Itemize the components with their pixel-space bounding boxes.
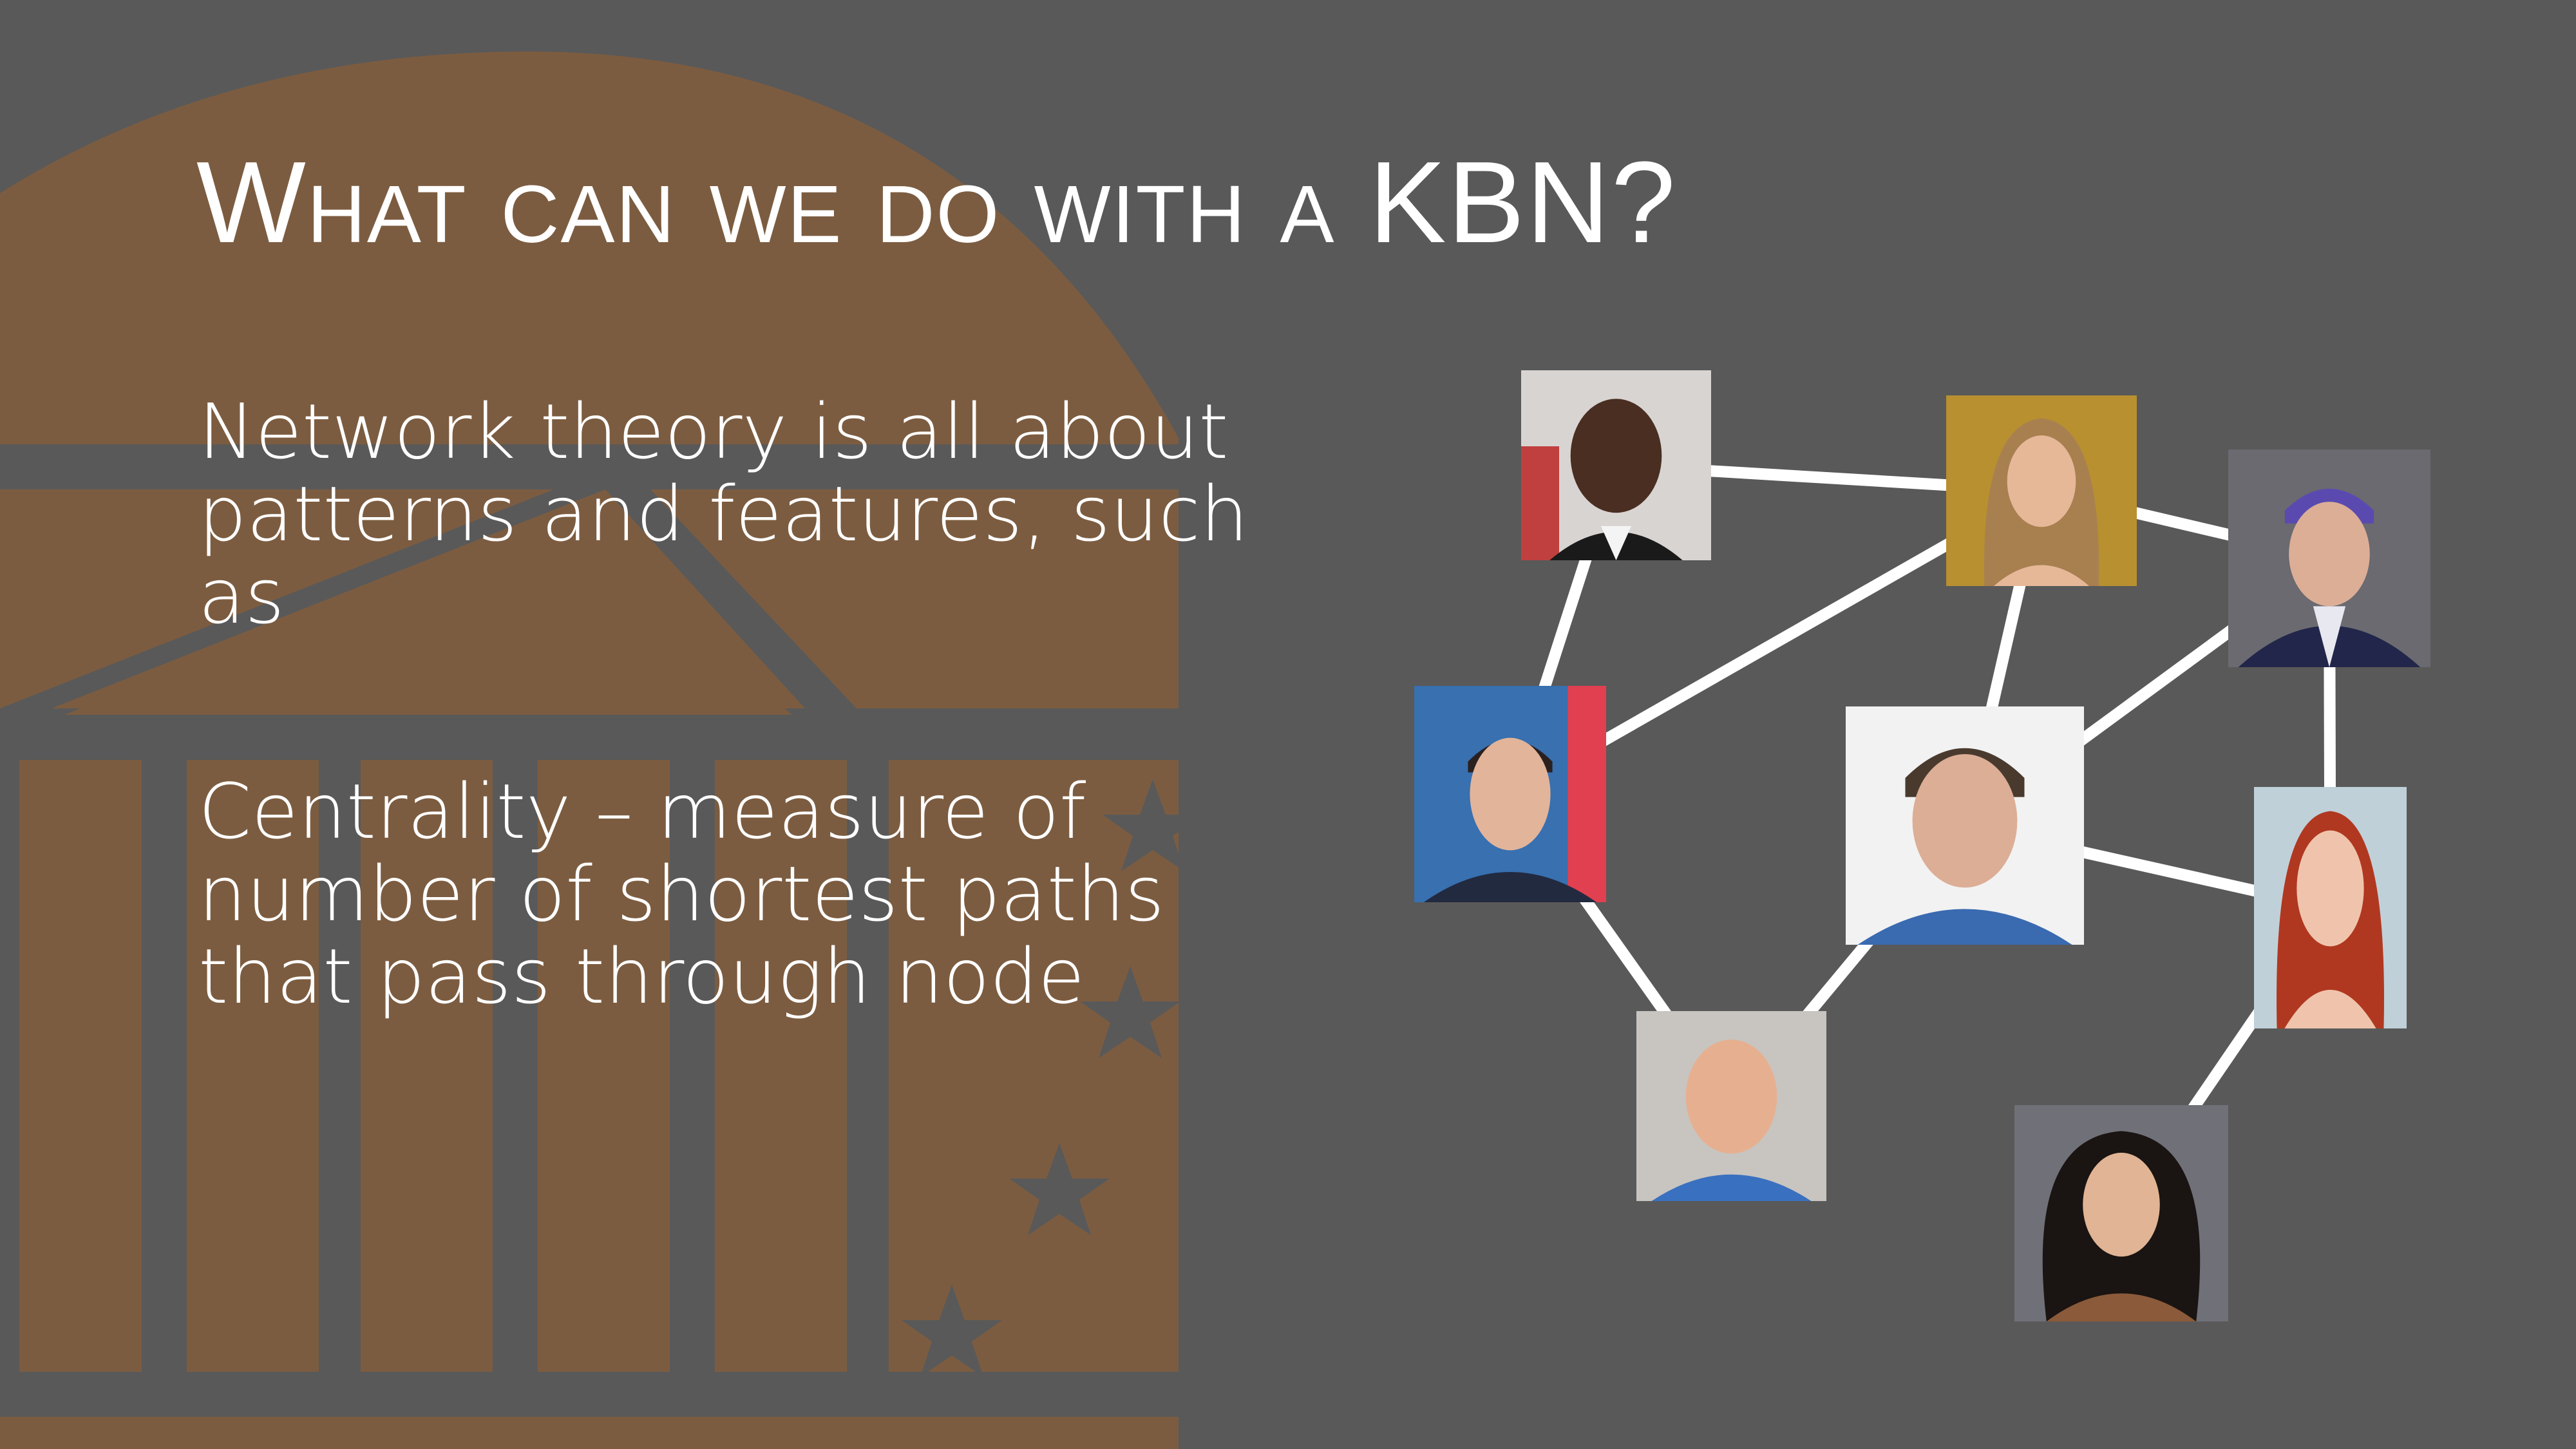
body-paragraph-network-theory: Network theory is all about patterns and… — [198, 387, 1249, 641]
person-photo-7 — [2254, 787, 2407, 1028]
slide-title: What can we do with a KBN? — [196, 138, 1677, 267]
person-photo-6 — [1636, 1011, 1826, 1201]
person-photo-1 — [1521, 370, 1711, 560]
person-photo-8 — [2014, 1105, 2228, 1321]
person-photo-2 — [1946, 395, 2137, 586]
body-paragraph-centrality: Centrality – measure of number of shorte… — [198, 767, 1165, 1021]
person-photo-5 — [1846, 706, 2084, 945]
person-photo-3 — [2228, 450, 2430, 667]
person-photo-4 — [1414, 686, 1606, 902]
